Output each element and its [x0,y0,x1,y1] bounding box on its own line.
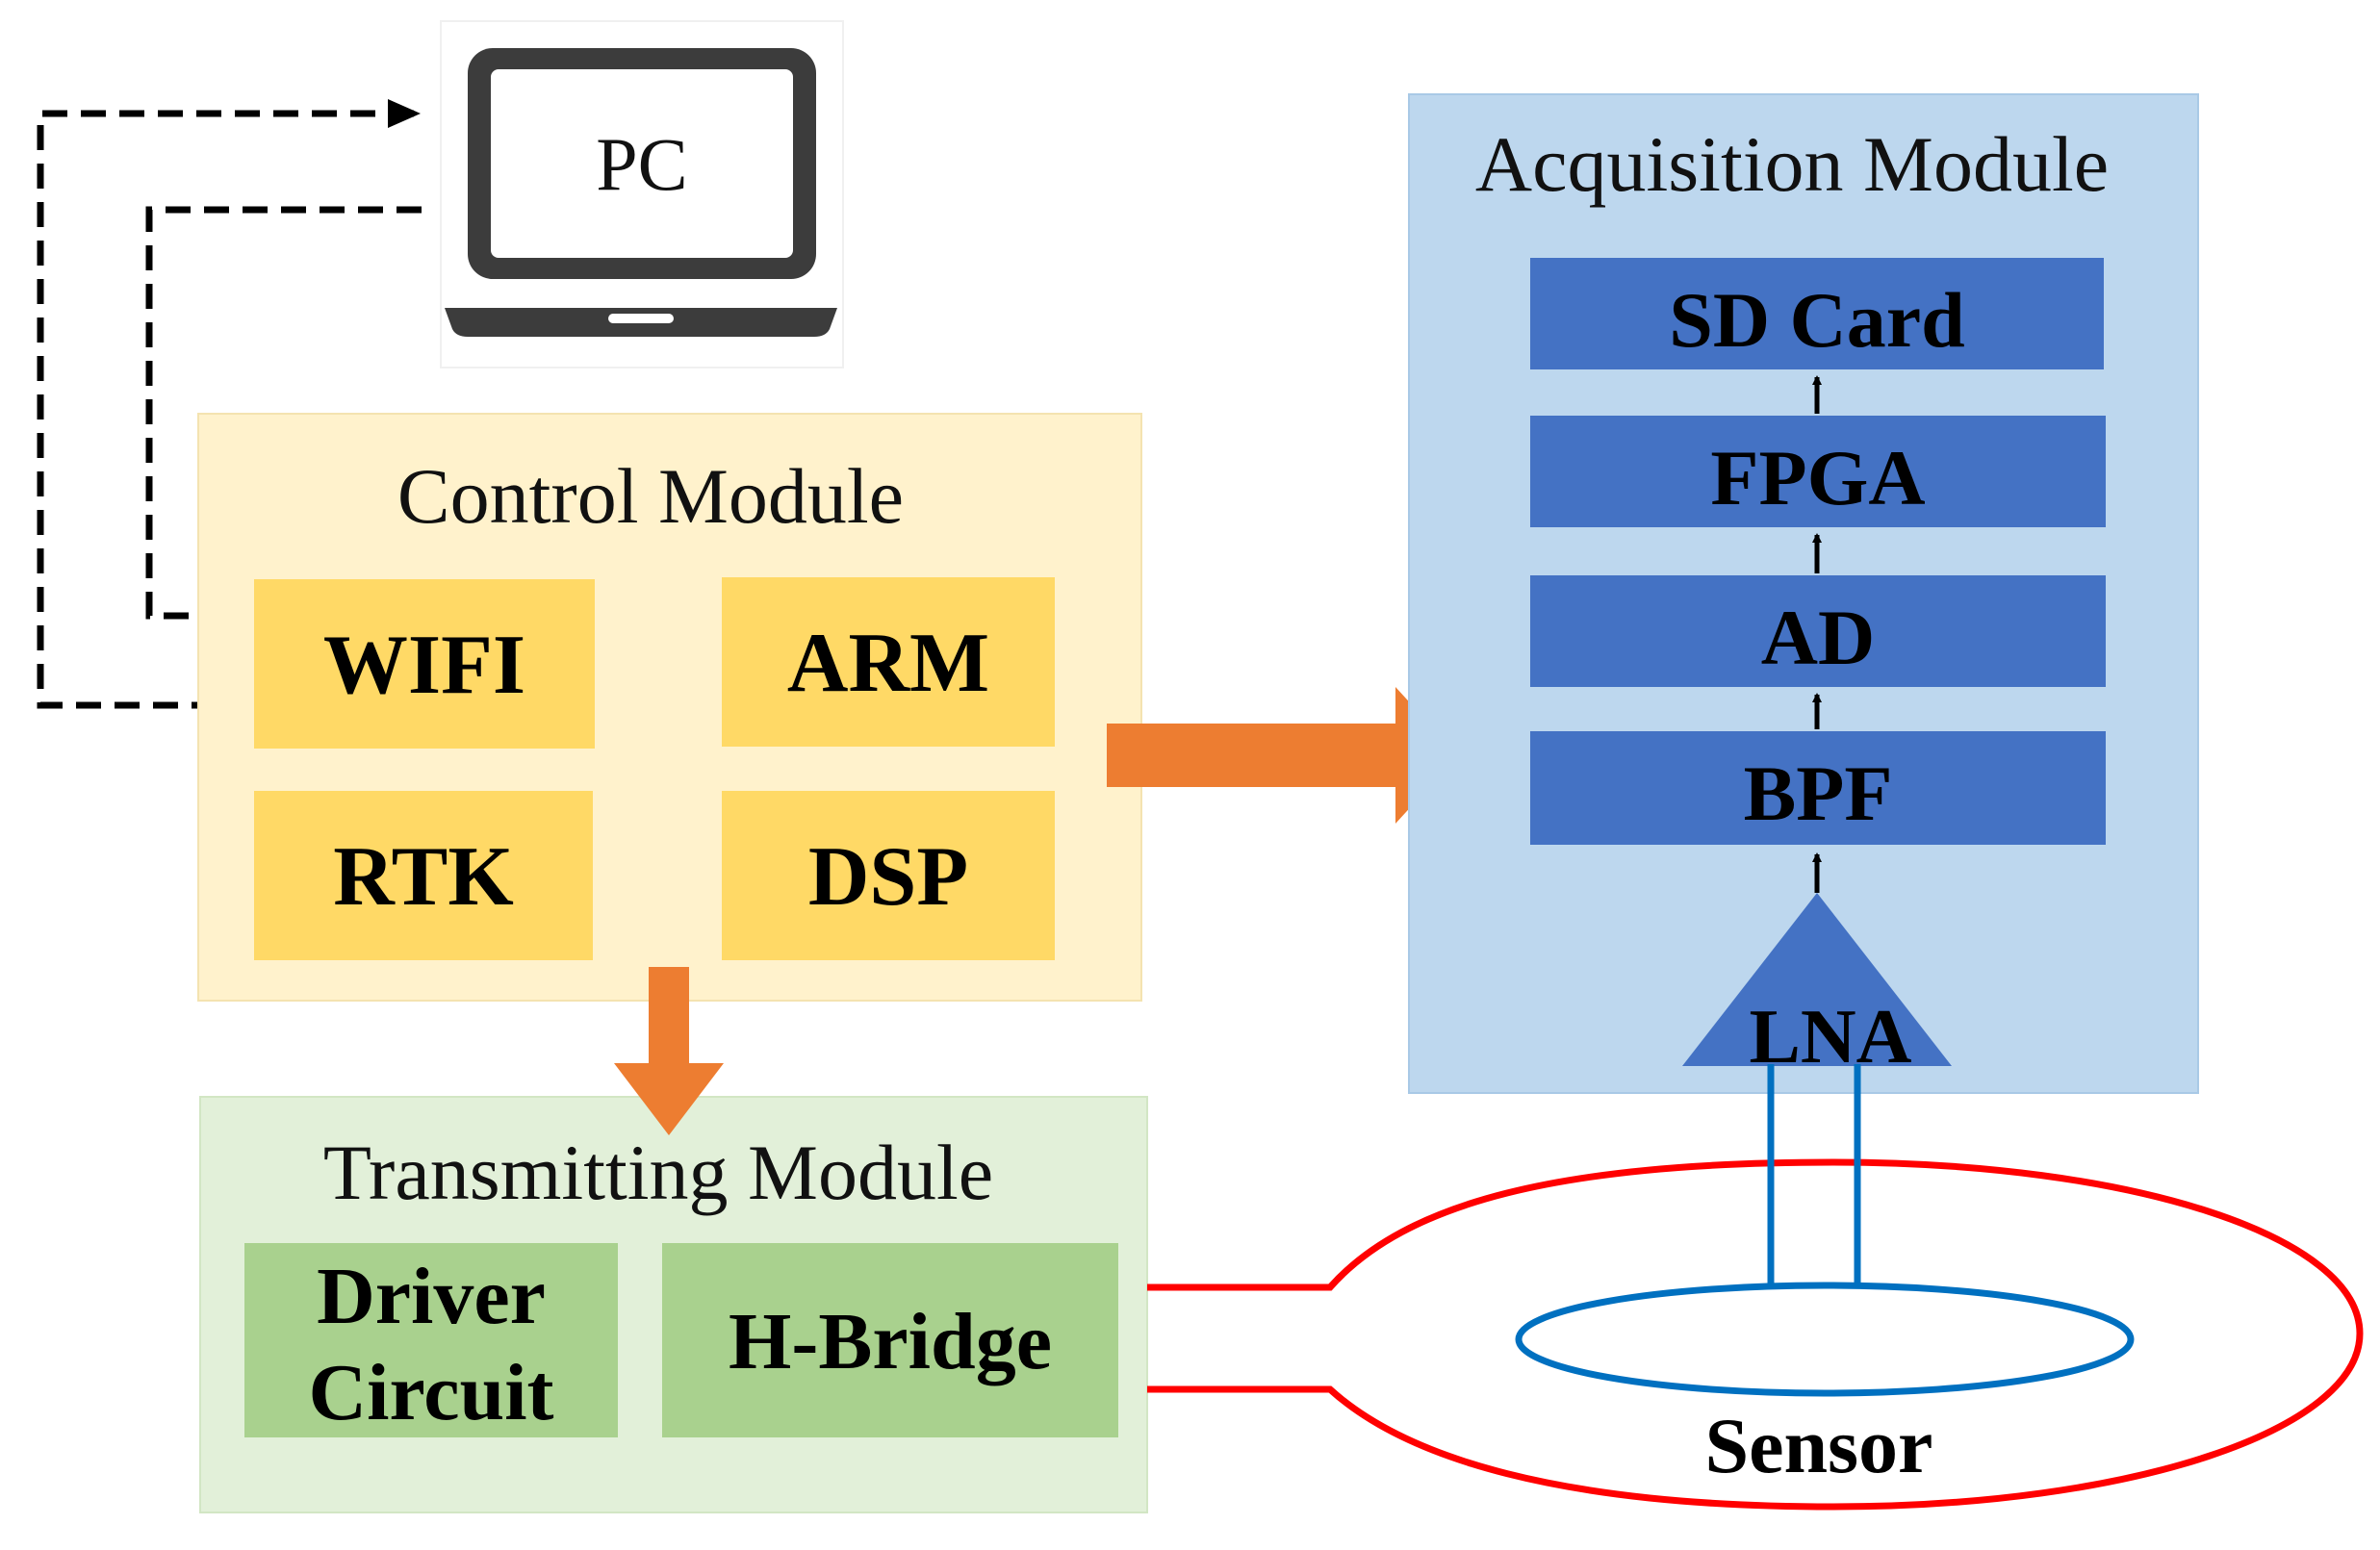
acquisition-module-title: Acquisition Module [1475,120,2109,208]
lna-amplifier-icon [1682,893,1952,1066]
control-to-transmitting-arrow [614,967,724,1135]
driver-circuit-label-line1: Driver [317,1252,546,1341]
h-bridge-label: H-Bridge [729,1297,1052,1386]
fpga-block [1530,416,2106,527]
laptop-trackpad [608,314,674,323]
lna-label: LNA [1750,995,1912,1080]
laptop-display [491,69,793,258]
fpga-label: FPGA [1710,434,1925,521]
dsp-block [722,791,1055,960]
arm-block [722,577,1055,747]
transmitting-loop [1147,1158,2364,1511]
wifi-label: WIFI [323,619,525,712]
h-bridge-block [662,1243,1118,1437]
driver-circuit-label-line2: Circuit [308,1348,553,1437]
sd-card-block [1530,258,2104,369]
driver-circuit-block [244,1243,618,1437]
arm-label: ARM [787,617,989,710]
ad-label: AD [1761,594,1875,681]
dsp-label: DSP [808,830,968,924]
sensor: Sensor [1147,1064,2364,1511]
bpf-label: BPF [1744,750,1893,837]
control-module-title: Control Module [397,452,904,540]
ad-block [1530,575,2106,687]
pc-label: PC [596,122,687,206]
wifi-link-lines [37,99,422,709]
sensor-label: Sensor [1705,1402,1933,1489]
sd-card-label: SD Card [1669,276,1965,364]
rtk-block [254,791,593,960]
acquisition-module: Acquisition Module SD Card FPGA AD BPF L… [1408,93,2199,1094]
wifi-to-pc-arrow [37,99,421,709]
control-to-acquisition-arrow [1107,687,1458,824]
pc-laptop: PC [440,20,844,368]
control-module: Control Module WIFI ARM RTK DSP [197,413,1142,1002]
pc-to-wifi-arrow [145,206,422,630]
receiving-coil [1515,1282,2135,1397]
transmitting-module-title: Transmitting Module [323,1129,993,1216]
rtk-label: RTK [333,830,514,924]
bpf-block [1530,731,2106,845]
transmitting-module: Transmitting Module Driver Circuit H-Bri… [199,1096,1148,1513]
wifi-block [254,579,595,749]
